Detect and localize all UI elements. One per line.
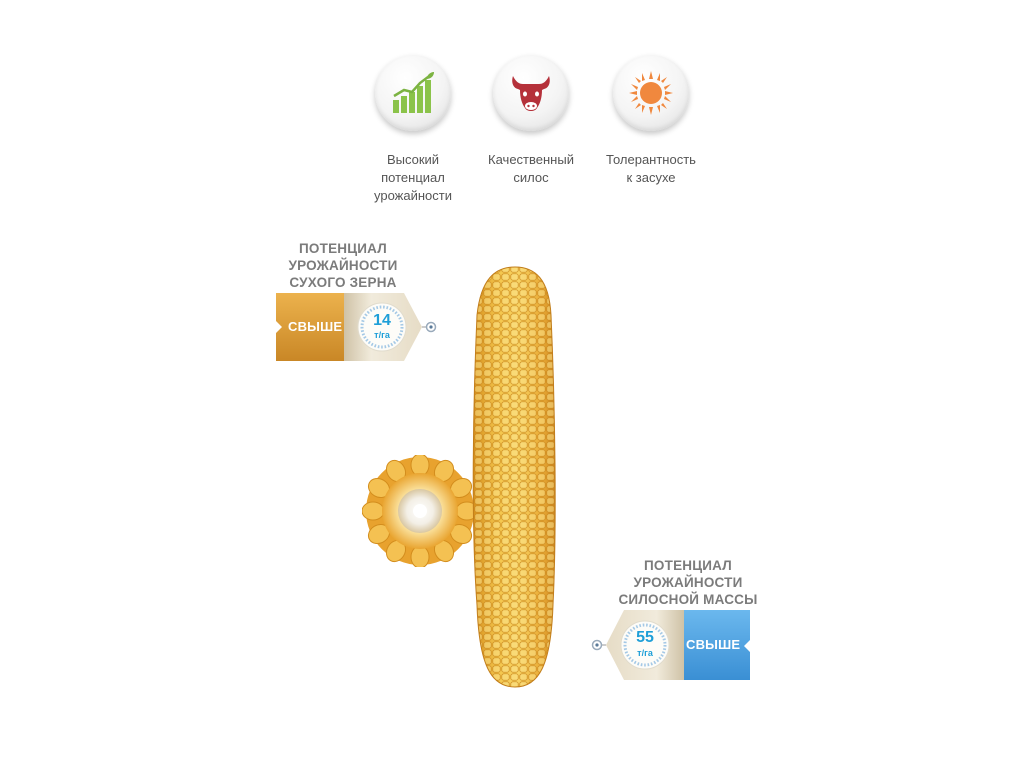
grain-unit: т/га [374, 330, 390, 340]
grain-prefix-label: СВЫШЕ [288, 319, 343, 334]
grain-potential-title: ПОТЕНЦИАЛ УРОЖАЙНОСТИ СУХОГО ЗЕРНА [288, 241, 398, 290]
feature-drought-tolerance: Толерантность к засухе [591, 55, 711, 187]
grain-value: 14 [373, 312, 391, 329]
feature-quality-silage: Качественный силос [471, 55, 591, 187]
sun-icon [629, 71, 673, 115]
feature-high-yield: Высокий потенциал урожайности [353, 55, 473, 205]
growth-chart-icon [393, 72, 434, 113]
feature-label: Толерантность к засухе [606, 152, 696, 185]
corn-cob-image [472, 266, 556, 688]
feature-circle [375, 55, 451, 131]
feature-circle [613, 55, 689, 131]
feature-circle [493, 55, 569, 131]
silage-potential-badge: 55 т/га СВЫШЕ [590, 610, 752, 682]
silage-prefix-label: СВЫШЕ [686, 637, 741, 652]
silage-value: 55 [636, 629, 654, 646]
feature-label: Качественный силос [488, 152, 574, 185]
feature-label: Высокий потенциал урожайности [374, 152, 452, 203]
grain-potential-badge: СВЫШЕ 14 т/га [276, 293, 441, 363]
cow-head-icon [512, 76, 550, 111]
corn-cross-section-image [362, 455, 478, 567]
silage-unit: т/га [637, 648, 653, 658]
silage-potential-title: ПОТЕНЦИАЛ УРОЖАЙНОСТИ СИЛОСНОЙ МАССЫ [618, 558, 758, 607]
